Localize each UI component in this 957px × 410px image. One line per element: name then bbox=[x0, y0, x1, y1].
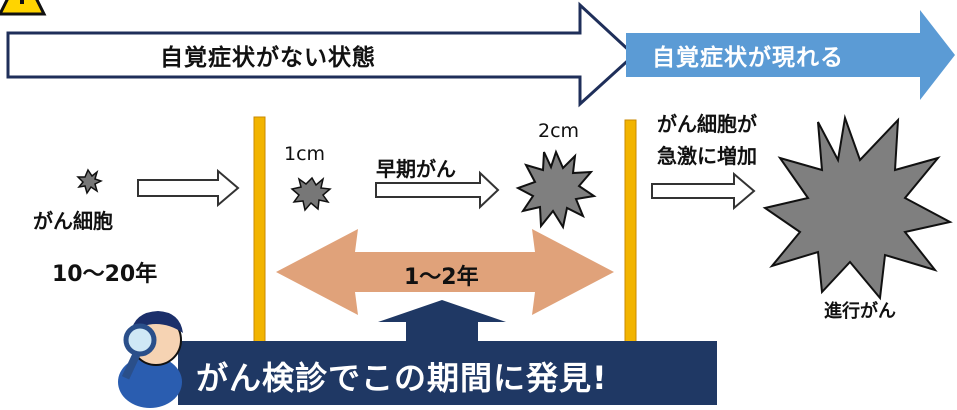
symptoms-banner-arrow bbox=[626, 10, 955, 100]
cancer-cell-label: がん細胞 bbox=[33, 209, 113, 233]
pole-left bbox=[253, 116, 266, 346]
no-symptoms-label: 自覚症状がない状態 bbox=[160, 45, 376, 71]
cancer-1cm-icon bbox=[290, 176, 332, 212]
advanced-cancer-icon bbox=[762, 114, 953, 301]
pole-right bbox=[624, 119, 637, 346]
callout-text: がん検診でこの期間に発見! bbox=[196, 359, 608, 397]
early-cancer-label: 早期がん bbox=[376, 157, 456, 181]
symptoms-appear-label: 自覚症状が現れる bbox=[652, 45, 844, 71]
cancer-cell-icon bbox=[76, 168, 103, 195]
size-2cm-label: 2cm bbox=[538, 120, 580, 142]
warning-icon bbox=[0, 0, 47, 16]
early-window-label: 1〜2年 bbox=[404, 265, 479, 290]
doctor-magnifier-icon bbox=[118, 311, 183, 408]
callout-up-arrow bbox=[378, 300, 506, 345]
arrow-early bbox=[375, 170, 500, 210]
advanced-cancer-label: 進行がん bbox=[824, 301, 896, 322]
rapid-growth-label-line1: がん細胞が bbox=[657, 112, 757, 136]
early-window-range-arrow bbox=[276, 229, 614, 315]
arrow-to-1cm bbox=[137, 168, 240, 208]
no-symptoms-banner-arrow bbox=[6, 1, 637, 108]
cancer-2cm-icon bbox=[515, 149, 597, 230]
rapid-growth-label-line2: 急激に増加 bbox=[657, 144, 757, 168]
size-1cm-label: 1cm bbox=[284, 143, 326, 165]
cell-duration-label: 10〜20年 bbox=[52, 262, 158, 287]
arrow-rapid bbox=[651, 171, 756, 211]
callout-box bbox=[178, 341, 717, 405]
